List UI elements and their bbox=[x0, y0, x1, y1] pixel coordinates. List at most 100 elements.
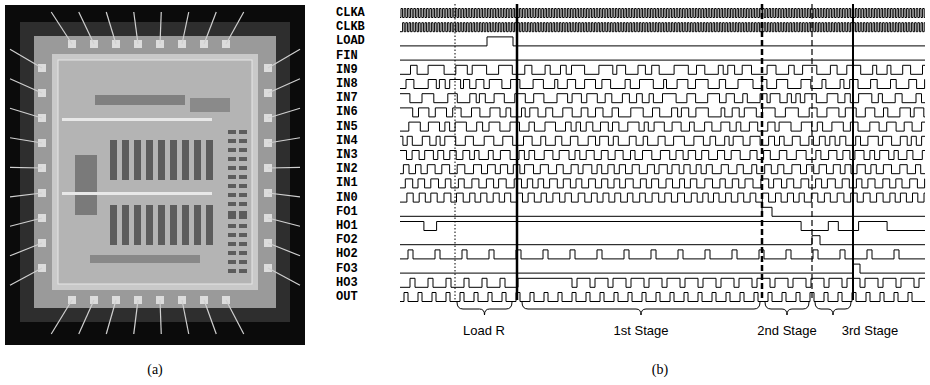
signal-name: IN3 bbox=[336, 148, 358, 162]
signal-waveform bbox=[400, 37, 925, 46]
cell-array bbox=[239, 224, 247, 228]
bond-wire bbox=[268, 218, 300, 226]
signal-waveform bbox=[400, 179, 925, 188]
cell-array bbox=[239, 202, 247, 206]
cell-array bbox=[228, 166, 236, 170]
signal-name: CLKB bbox=[336, 20, 365, 34]
cell-array bbox=[228, 184, 236, 188]
bond-wire bbox=[268, 49, 300, 68]
cell-array bbox=[228, 157, 236, 161]
bond-wire bbox=[226, 300, 244, 334]
cell-array bbox=[239, 175, 247, 179]
circuit-block bbox=[95, 95, 185, 105]
signal-name: HO2 bbox=[336, 247, 358, 261]
bond-wire bbox=[10, 243, 42, 256]
bond-wire bbox=[268, 243, 300, 256]
stage-label: Load R bbox=[463, 323, 505, 338]
cell-array bbox=[146, 140, 153, 180]
cell-array bbox=[134, 140, 141, 180]
bond-wire bbox=[268, 138, 300, 143]
signal-waveform bbox=[400, 60, 925, 61]
cell-array bbox=[170, 205, 177, 245]
signal-name: FO2 bbox=[336, 233, 358, 247]
stage-label: 1st Stage bbox=[614, 323, 669, 338]
signal-name: FO3 bbox=[336, 262, 358, 276]
cell-array bbox=[239, 269, 247, 273]
signal-name: IN6 bbox=[336, 105, 358, 119]
stage-label: 3rd Stage bbox=[842, 323, 898, 338]
signal-name: IN9 bbox=[336, 63, 358, 77]
circuit-block bbox=[90, 255, 200, 263]
signal-name: IN0 bbox=[336, 191, 358, 205]
signal-waveform bbox=[400, 80, 925, 89]
cell-array bbox=[194, 205, 201, 245]
signal-name: LOAD bbox=[336, 34, 365, 48]
chip-photo bbox=[5, 5, 305, 345]
bond-wire bbox=[204, 12, 216, 44]
circuit-block bbox=[190, 98, 230, 112]
curly-brace bbox=[522, 302, 760, 315]
curly-brace bbox=[765, 302, 809, 315]
circuit-block bbox=[75, 155, 97, 215]
cell-array bbox=[206, 205, 213, 245]
cell-array bbox=[146, 205, 153, 245]
bond-wire bbox=[10, 167, 42, 169]
cell-array bbox=[239, 215, 247, 219]
cell-array bbox=[239, 130, 247, 134]
signal-name: IN7 bbox=[336, 91, 358, 105]
curly-brace bbox=[457, 302, 512, 315]
cell-array bbox=[206, 140, 213, 180]
signal-waveform bbox=[400, 136, 925, 145]
signal-waveform bbox=[400, 165, 925, 174]
cell-array bbox=[228, 251, 236, 255]
signal-name: IN8 bbox=[336, 77, 358, 91]
cell-array bbox=[228, 175, 236, 179]
cell-array bbox=[228, 202, 236, 206]
signal-name: OUT bbox=[336, 290, 358, 304]
stage-markers bbox=[455, 4, 853, 300]
signal-name: HO1 bbox=[336, 219, 358, 233]
signal-waveform bbox=[400, 236, 925, 245]
cell-array bbox=[239, 157, 247, 161]
cell-array bbox=[228, 130, 236, 134]
bond-wire bbox=[51, 300, 72, 334]
bond-wire bbox=[160, 12, 161, 44]
cell-array bbox=[239, 211, 247, 215]
cell-array bbox=[182, 205, 189, 245]
bond-wire bbox=[10, 79, 42, 93]
bond-wire bbox=[79, 12, 94, 44]
cell-array bbox=[228, 139, 236, 143]
bond-wire bbox=[10, 138, 42, 143]
bond-wire bbox=[106, 12, 116, 44]
bond-wire bbox=[10, 108, 42, 118]
cell-array bbox=[239, 233, 247, 237]
signal-name: IN5 bbox=[336, 120, 358, 134]
signal-waveform bbox=[400, 94, 925, 103]
bond-wire bbox=[204, 300, 216, 334]
bond-wire bbox=[106, 300, 116, 334]
cell-array bbox=[239, 166, 247, 170]
signal-waveform bbox=[400, 222, 925, 231]
cell-array bbox=[122, 140, 129, 180]
stage-label: 2nd Stage bbox=[757, 323, 816, 338]
signal-waveform bbox=[400, 207, 925, 216]
cell-array bbox=[158, 140, 165, 180]
bond-wire bbox=[268, 108, 300, 118]
metal-line bbox=[62, 192, 212, 195]
signal-waveform bbox=[400, 122, 925, 131]
cell-array bbox=[228, 269, 236, 273]
signal-name: FIN bbox=[336, 49, 358, 63]
signal-waveform bbox=[400, 293, 925, 302]
cell-array bbox=[228, 215, 236, 219]
bond-wire bbox=[160, 300, 161, 334]
signal-name: CLKA bbox=[336, 6, 365, 20]
cell-array bbox=[239, 193, 247, 197]
signal-name: IN2 bbox=[336, 162, 358, 176]
signal-waveform bbox=[400, 278, 925, 287]
bond-wire bbox=[268, 268, 300, 285]
bond-wire bbox=[134, 300, 138, 334]
bond-wire bbox=[51, 12, 72, 44]
stage-braces bbox=[457, 302, 851, 315]
signal-waveform bbox=[400, 250, 925, 259]
